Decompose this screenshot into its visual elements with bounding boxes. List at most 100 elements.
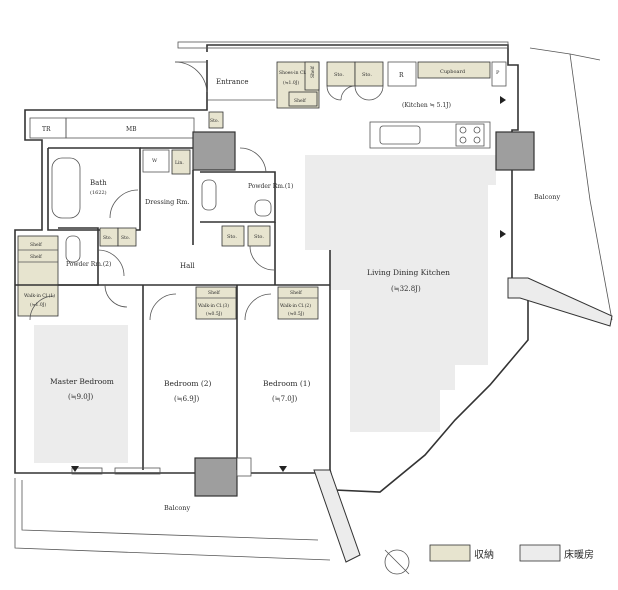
column	[192, 131, 236, 171]
kitchen-sto-1-label: Sto.	[334, 72, 344, 78]
meter-box-label: MB	[126, 126, 137, 133]
legend-storage-swatch	[429, 544, 471, 562]
walk-in-closet-2-box	[277, 286, 319, 320]
triangle-marker-icon	[279, 466, 287, 472]
walk-in-closet-3-area-label: (≒0.5J)	[206, 310, 222, 317]
walk-in-closet-1-area-label: (≒1.0J)	[30, 301, 46, 308]
walk-in-closet-1-label: Walk-in Cl.(1)	[24, 292, 55, 299]
powder-room-2-door-swing	[97, 249, 125, 277]
kitchen-sto-1-box	[326, 61, 356, 87]
dressing-sto-2-box	[117, 227, 137, 247]
toilet	[65, 235, 81, 263]
powder-room-2-label: Powder Rm.(2)	[66, 261, 111, 268]
pipe-space-label: P	[496, 70, 500, 76]
hall-door-swing	[249, 245, 275, 271]
window	[114, 467, 161, 475]
walk-in-closet-2-shelf-label: Shelf	[290, 290, 302, 296]
linen-box	[171, 149, 191, 175]
ldk-floor-heating	[305, 155, 496, 432]
closet-shelf-label: Shelf	[30, 254, 42, 260]
window	[71, 467, 103, 475]
closet-shelf-label: Shelf	[30, 242, 42, 248]
toilet	[201, 179, 217, 211]
south-balcony-label: Balcony	[164, 504, 190, 512]
legend-floor-heating-label: 床暖房	[564, 548, 594, 561]
hall-sto-1-box	[221, 225, 245, 247]
dressing-sto-2-label: Sto.	[121, 235, 131, 241]
legend-storage-label: 収納	[474, 548, 494, 561]
hall-label: Hall	[180, 262, 196, 270]
bath-wall	[47, 147, 141, 231]
bath-label: Bath	[90, 179, 107, 187]
west-outer-wall	[14, 109, 320, 474]
cupboard-box	[417, 61, 491, 79]
hall-sto-2-label: Sto.	[254, 234, 264, 240]
shoe-in-closet-label: Shoes-in Cl.	[279, 70, 307, 76]
walk-in-closet-2-area-label: (≒0.5J)	[288, 310, 304, 317]
burner-icon	[459, 136, 467, 144]
triangle-marker-icon	[500, 96, 506, 104]
pipe-space-top-box	[491, 61, 507, 87]
sto-small-label: Sto.	[210, 118, 220, 124]
washer-box	[142, 149, 170, 173]
triangle-marker-icon	[71, 466, 79, 472]
bedroom-2-area-label: (≒6.9J)	[174, 395, 200, 403]
master-bedroom-door-swing	[29, 295, 55, 321]
walk-in-closet-1-box	[17, 235, 59, 317]
master-bedroom-label: Master Bedroom	[50, 377, 114, 386]
shelf-label: Shelf	[294, 98, 306, 104]
hall-sto-1-label: Sto.	[227, 234, 237, 240]
powder-room-1-wall	[200, 171, 276, 223]
legend-floor-heating-swatch	[519, 544, 561, 562]
walk-in-closet-3-box	[195, 286, 237, 320]
bath-size-label: (1622)	[90, 189, 107, 196]
kitchen-label: (Kitchen ≒ 5.1J)	[402, 102, 451, 109]
meter-box-row	[65, 117, 195, 139]
closet-door-swing	[104, 284, 128, 308]
ldk-area-label: (≒32.8J)	[391, 285, 421, 293]
burner-icon	[459, 126, 467, 134]
kitchen-sto-door-swing	[326, 85, 384, 101]
entrance-door-swing	[174, 61, 208, 93]
east-balcony-label: Balcony	[534, 193, 560, 201]
entrance-wall	[193, 60, 208, 111]
south-balcony-railing-inner	[21, 480, 319, 541]
kitchen-sto-2-box	[354, 61, 384, 87]
linen-label: Lin.	[175, 160, 184, 166]
shoe-shelf-box	[304, 61, 320, 91]
refrigerator-box	[387, 61, 417, 87]
refrigerator-label: R	[399, 72, 404, 79]
kitchen-stove	[455, 123, 485, 147]
pipe-space-bottom-box	[236, 457, 252, 477]
sto-small-box	[208, 111, 224, 129]
south-balcony-railing	[14, 478, 331, 561]
trunk-room-label: TR	[42, 126, 51, 133]
east-balcony-railing-outer	[569, 53, 613, 321]
shelf-label: Shelf	[310, 66, 316, 78]
washbasin	[254, 199, 272, 217]
master-bedroom-area-label: (≒9.0J)	[68, 393, 94, 401]
shoe-shelf-lower-box	[288, 91, 318, 107]
kitchen-sink	[379, 125, 421, 145]
triangle-marker-icon	[500, 230, 506, 238]
bedroom-1-door-swing	[244, 293, 272, 321]
walk-in-closet-2-label: Walk-in Cl.(2)	[280, 302, 311, 309]
compass-north-icon	[384, 549, 410, 575]
east-balcony-railing	[529, 47, 601, 61]
walk-in-closet-3-shelf-label: Shelf	[208, 290, 220, 296]
dressing-room-label: Dressing Rm.	[145, 198, 189, 206]
bathtub	[51, 157, 81, 219]
bedroom-1-label: Bedroom (1)	[263, 379, 311, 388]
bedroom-2-door-swing	[149, 293, 177, 321]
washer-label: W	[152, 158, 158, 164]
entrance-label: Entrance	[216, 78, 249, 86]
column	[194, 457, 238, 497]
powder-room-1-label: Powder Rm.(1)	[248, 183, 293, 190]
bedroom-1-area-label: (≒7.0J)	[272, 395, 298, 403]
dressing-door-swing	[109, 189, 139, 219]
balcony-fin	[313, 469, 361, 563]
burner-icon	[473, 136, 481, 144]
bedroom-2-label: Bedroom (2)	[164, 379, 212, 388]
column	[495, 131, 535, 171]
